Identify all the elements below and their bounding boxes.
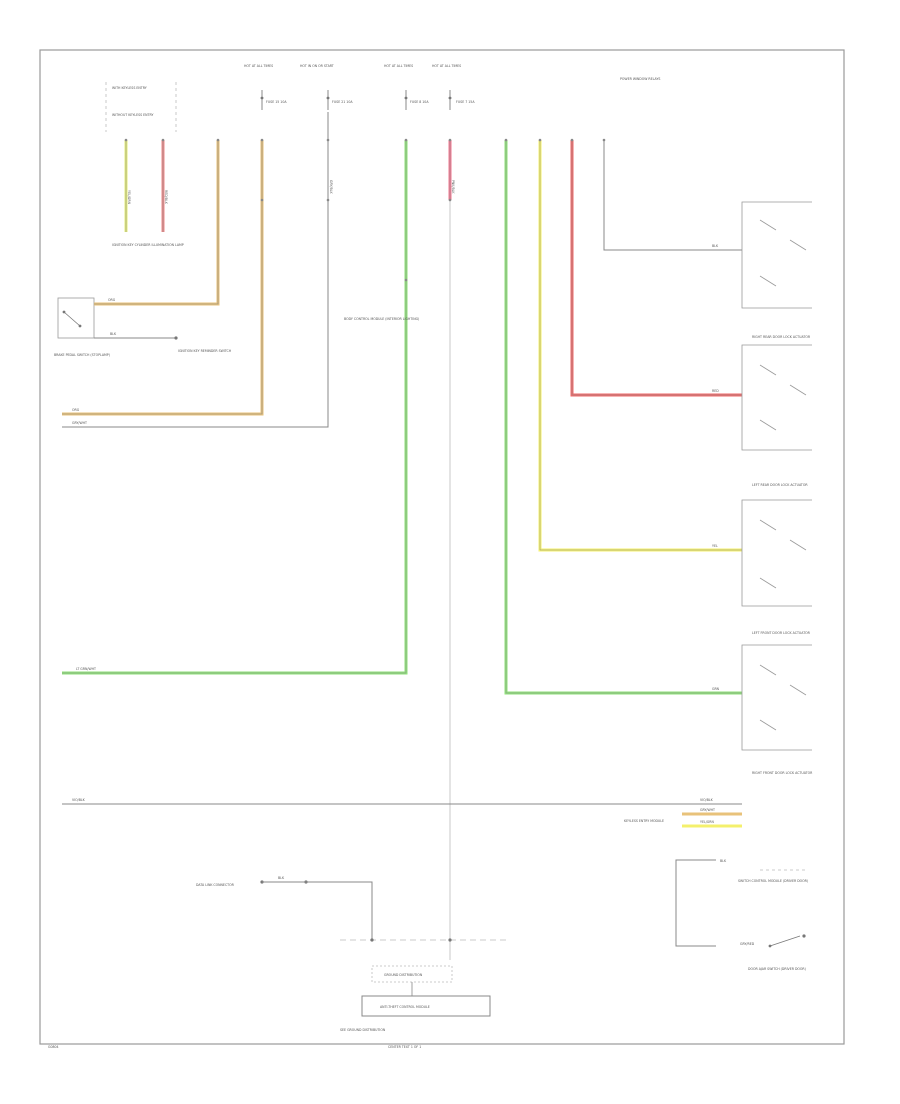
window-relays-label: POWER WINDOW RELAYS (620, 77, 660, 81)
source-2-title: HOT IN ON OR START (300, 64, 334, 68)
svg-text:ANTI-THEFT CONTROL MODULE: ANTI-THEFT CONTROL MODULE (380, 1005, 430, 1009)
fuse8-green-wire (62, 140, 408, 675)
source-1-fuse: FUSE 15 10A (266, 100, 287, 104)
light-module-label: BODY CONTROL MODULE (INTERIOR LIGHTING) (344, 317, 419, 321)
svg-text:BLK: BLK (712, 244, 719, 248)
source-1-title: HOT AT ALL TIMES (244, 64, 273, 68)
source-2-fuse: FUSE 21 10A (332, 100, 353, 104)
relay-block-4 (741, 644, 812, 751)
svg-text:VIO/BLK: VIO/BLK (700, 798, 714, 802)
svg-text:ORG: ORG (72, 408, 80, 412)
keyless-module-label: IGNITION KEY CYLINDER ILLUMINATION LAMP (112, 243, 184, 247)
relay-block-3 (741, 499, 812, 607)
trunk-switch-wire (675, 859, 716, 947)
keyless-module-bottom-label: KEYLESS ENTRY MODULE (624, 819, 664, 823)
anti-theft-module-box (361, 995, 491, 1017)
data-link-label: DATA LINK CONNECTOR (196, 883, 235, 887)
fuse-markers (260, 96, 452, 100)
relay-block-1 (741, 201, 812, 309)
svg-text:GRN: GRN (712, 687, 720, 691)
door-rr-label: RIGHT REAR DOOR LOCK ACTUATOR (752, 335, 811, 339)
rf-black-wire (603, 140, 742, 251)
fuse21-wire (62, 112, 329, 428)
svg-text:BLK: BLK (720, 859, 727, 863)
svg-text:GRY/WHT: GRY/WHT (700, 808, 715, 812)
svg-text:ORG: ORG (108, 298, 116, 302)
door-lf-label: LEFT FRONT DOOR LOCK ACTUATOR (752, 631, 811, 635)
keyless-title: WITH KEYLESS ENTRY (112, 86, 147, 90)
source-3-fuse: FUSE 8 10A (410, 100, 429, 104)
svg-text:YEL: YEL (712, 544, 718, 548)
key-switch-side-label: IGNITION KEY REMINDER SWITCH (178, 349, 232, 353)
footer-code: G0804 (48, 1045, 59, 1049)
source-4-fuse: FUSE 7 15A (456, 100, 475, 104)
diagram-frame (39, 49, 845, 1045)
ground-note: SEE GROUND DISTRIBUTION (340, 1028, 386, 1032)
svg-text:GROUND DISTRIBUTION: GROUND DISTRIBUTION (384, 973, 423, 977)
rr-red-wire (570, 140, 742, 397)
source-4-title: HOT AT ALL TIMES (432, 64, 461, 68)
brake-switch-box (57, 297, 95, 339)
svg-text:BLK: BLK (110, 332, 117, 336)
trunk-switch-label: SWITCH CONTROL MODULE (DRIVER DOOR) (738, 879, 808, 883)
svg-text:LT GRN/WHT: LT GRN/WHT (76, 667, 96, 671)
lr-yellow-wire (538, 140, 742, 552)
brake-orange-wire (94, 140, 220, 306)
svg-text:GRY/BLK: GRY/BLK (329, 180, 333, 194)
svg-text:VIO/BLK: VIO/BLK (72, 798, 86, 802)
data-link-wire (262, 881, 373, 940)
footer-center: CENTER TEXT 1 OF 1 (388, 1045, 421, 1049)
svg-text:PNK/BLK: PNK/BLK (451, 180, 455, 194)
relay-block-2 (741, 344, 812, 451)
keyless-subtitle: WITHOUT KEYLESS ENTRY (112, 113, 153, 117)
svg-text:GRY/RED: GRY/RED (740, 942, 755, 946)
door-lr-label: LEFT REAR DOOR LOCK ACTUATOR (752, 483, 808, 487)
courtesy-switch-label: DOOR AJAR SWITCH (DRIVER DOOR) (748, 967, 806, 971)
svg-text:RED/BLK: RED/BLK (164, 190, 168, 205)
source-3-title: HOT AT ALL TIMES (384, 64, 413, 68)
fuse-stubs (261, 90, 451, 110)
connector-dots (124, 138, 606, 282)
brake-switch-label: BRAKE PEDAL SWITCH (STOPLAMP) (54, 353, 110, 357)
svg-text:YEL/GRN: YEL/GRN (700, 820, 714, 824)
svg-text:YEL/GRN: YEL/GRN (127, 190, 131, 204)
door-rf-label: RIGHT FRONT DOOR LOCK ACTUATOR (752, 771, 813, 775)
svg-text:GRY/WHT: GRY/WHT (72, 421, 87, 425)
svg-text:BLK: BLK (278, 876, 285, 880)
svg-text:RED: RED (712, 389, 719, 393)
